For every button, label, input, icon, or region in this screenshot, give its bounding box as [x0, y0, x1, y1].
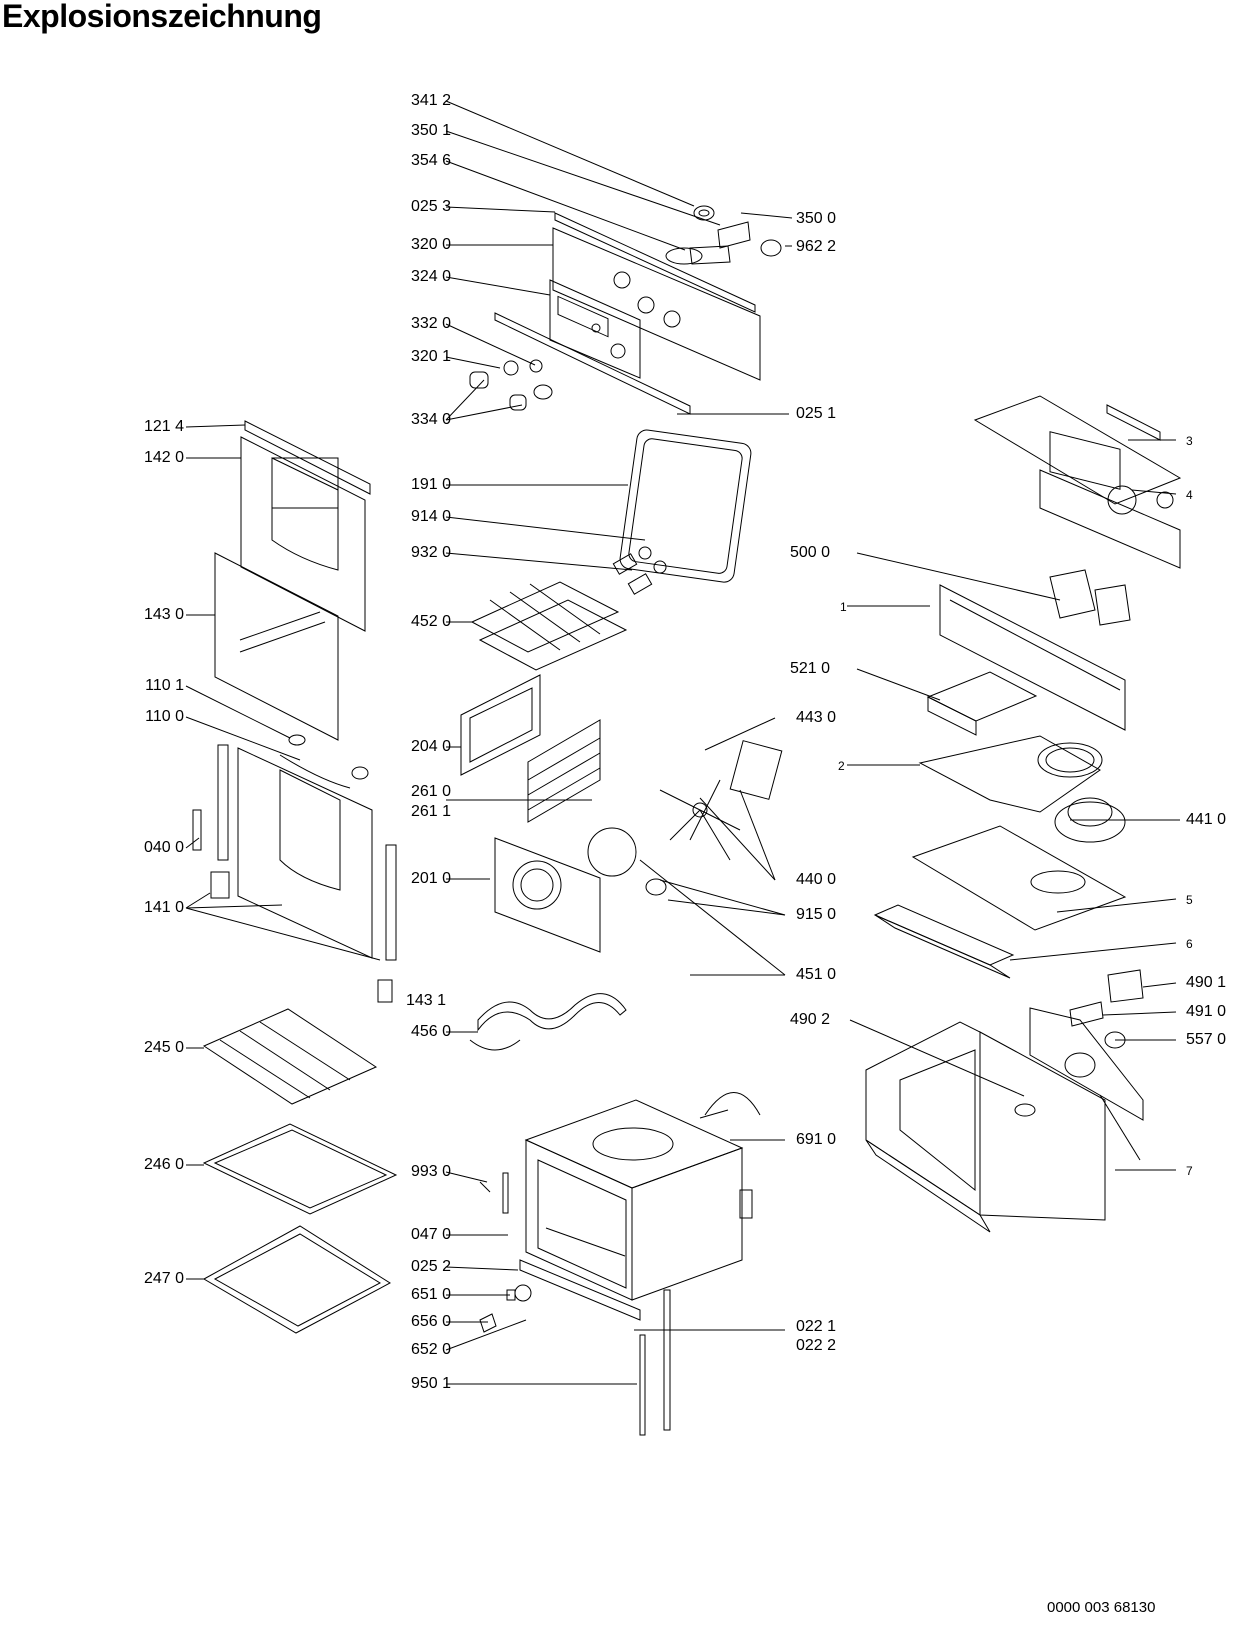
callout-label: 341 2	[410, 92, 451, 109]
callout-label: 962 2	[796, 238, 837, 255]
inner-door-parts	[192, 744, 397, 1003]
callout-label: 3	[1186, 434, 1193, 448]
right-side-parts	[865, 395, 1182, 1233]
callout-label: 204 0	[410, 738, 451, 755]
callout-label: 491 0	[1186, 1003, 1227, 1020]
callout-label: 2	[838, 759, 845, 773]
callout-label: 025 2	[410, 1258, 451, 1275]
callout-label: 7	[1186, 1164, 1193, 1178]
callout-label: 993 0	[410, 1163, 451, 1180]
callout-label: 246 0	[143, 1156, 184, 1173]
callout-label: 441 0	[1186, 811, 1227, 828]
callout-label: 914 0	[410, 508, 451, 525]
center-parts	[460, 429, 783, 1051]
callout-label: 5	[1186, 893, 1193, 907]
callout-label: 932 0	[410, 544, 451, 561]
page-title: Explosionszeichnung	[2, 0, 322, 34]
callout-label: 350 1	[410, 122, 451, 139]
callout-label: 110 1	[145, 677, 184, 694]
document-number: 0000 003 68130	[1047, 1599, 1156, 1616]
leader-lines	[185, 100, 1180, 1385]
outer-door-parts	[214, 420, 371, 789]
callout-label: 452 0	[410, 613, 451, 630]
callout-label: 950 1	[410, 1375, 451, 1392]
callout-label: 143 1	[406, 992, 447, 1009]
callout-label: 320 0	[410, 236, 451, 253]
callout-label: 324 0	[410, 268, 451, 285]
callout-label: 025 1	[796, 405, 837, 422]
callout-label: 025 3	[410, 198, 451, 215]
callout-label: 451 0	[796, 966, 837, 983]
callout-label: 022 2	[796, 1337, 837, 1354]
callout-label: 354 6	[410, 152, 451, 169]
oven-cavity	[479, 1092, 761, 1436]
racks-trays	[202, 1008, 398, 1334]
callout-label: 490 1	[1186, 974, 1227, 991]
callout-label: 1	[840, 600, 847, 614]
callout-label: 320 1	[410, 348, 451, 365]
callout-label: 022 1	[796, 1318, 837, 1335]
callout-label: 521 0	[790, 660, 831, 677]
callout-label: 261 0	[410, 783, 451, 800]
callout-label: 142 0	[143, 449, 184, 466]
callout-label: 261 1	[410, 803, 451, 820]
callout-label: 443 0	[796, 709, 837, 726]
callout-label: 652 0	[410, 1341, 451, 1358]
callout-label: 557 0	[1186, 1031, 1227, 1048]
callout-label: 247 0	[143, 1270, 184, 1287]
callout-label: 143 0	[143, 606, 184, 623]
callout-label: 350 0	[796, 210, 837, 227]
callout-label: 915 0	[796, 906, 837, 923]
callout-label: 440 0	[796, 871, 837, 888]
callout-label: 651 0	[410, 1286, 451, 1303]
callout-label: 332 0	[410, 315, 451, 332]
control-panel-parts	[469, 205, 782, 415]
callout-label: 4	[1186, 488, 1193, 502]
callout-label: 500 0	[790, 544, 831, 561]
callout-label: 245 0	[143, 1039, 184, 1056]
callout-label: 490 2	[790, 1011, 831, 1028]
callout-label: 040 0	[143, 839, 184, 856]
callout-label: 121 4	[143, 418, 184, 435]
callout-label: 656 0	[410, 1313, 451, 1330]
callout-label: 334 0	[410, 411, 451, 428]
callout-label: 201 0	[410, 870, 451, 887]
callout-label: 456 0	[410, 1023, 451, 1040]
callout-label: 6	[1186, 937, 1193, 951]
callout-label: 047 0	[410, 1226, 451, 1243]
callout-label: 141 0	[143, 899, 184, 916]
callout-label: 110 0	[145, 708, 184, 725]
callout-label: 691 0	[796, 1131, 837, 1148]
callout-label: 191 0	[410, 476, 451, 493]
